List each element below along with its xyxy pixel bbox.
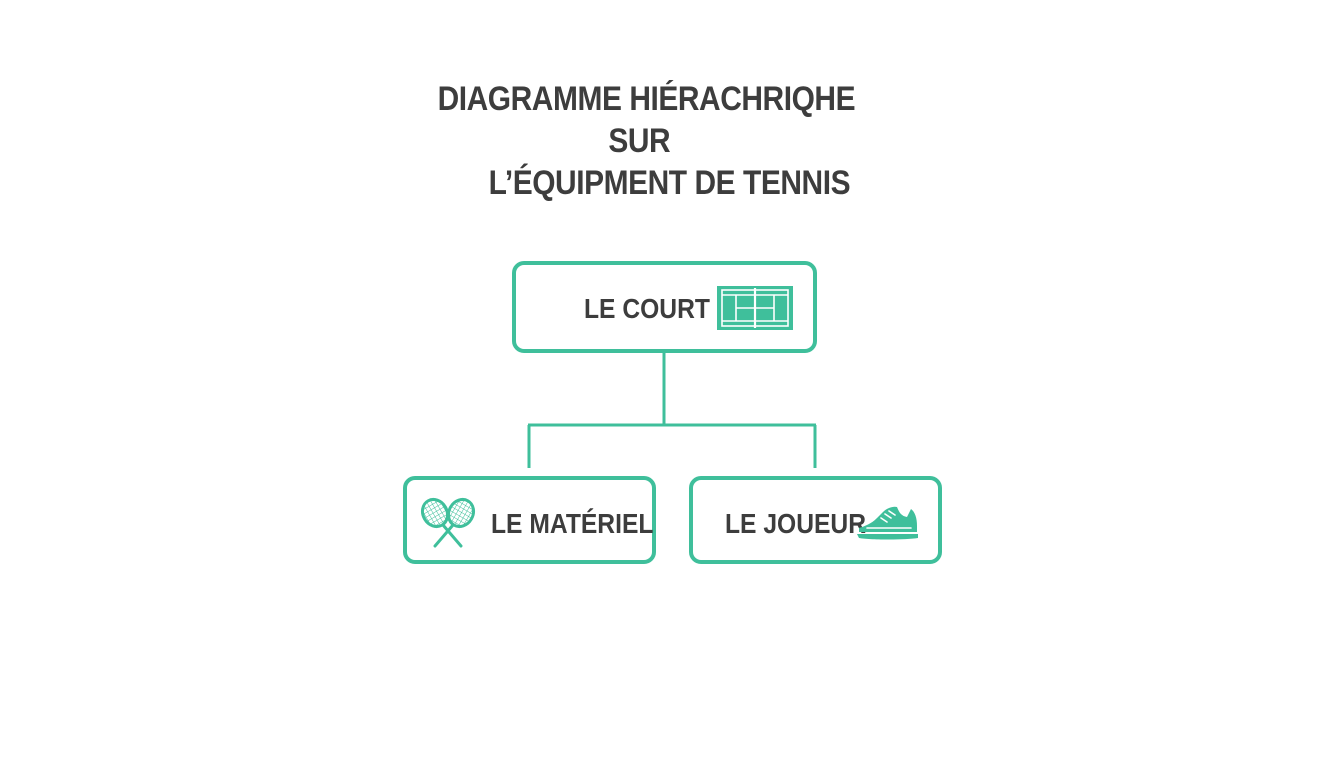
node-le-joueur-label: LE JOUEUR [725,508,867,539]
title-line-2: SUR [608,122,671,160]
node-le-court-label: LE COURT [584,293,710,324]
crossed-rackets-icon [420,497,476,548]
node-le-materiel-label: LE MATÉRIEL [491,508,654,539]
tennis-court-icon [717,286,793,330]
title-line-3: L’ÉQUIPMENT DE TENNIS [488,164,851,202]
sneaker-icon [857,506,918,540]
title-line-1: DIAGRAMME HIÉRACHRIQHE [437,80,856,118]
node-le-court: LE COURT [512,261,817,353]
node-le-joueur: LE JOUEUR [689,476,942,564]
diagram-title: DIAGRAMME HIÉRACHRIQHE SUR L’ÉQUIPMENT D… [420,78,856,204]
node-le-materiel: LE MATÉRIEL [403,476,656,564]
